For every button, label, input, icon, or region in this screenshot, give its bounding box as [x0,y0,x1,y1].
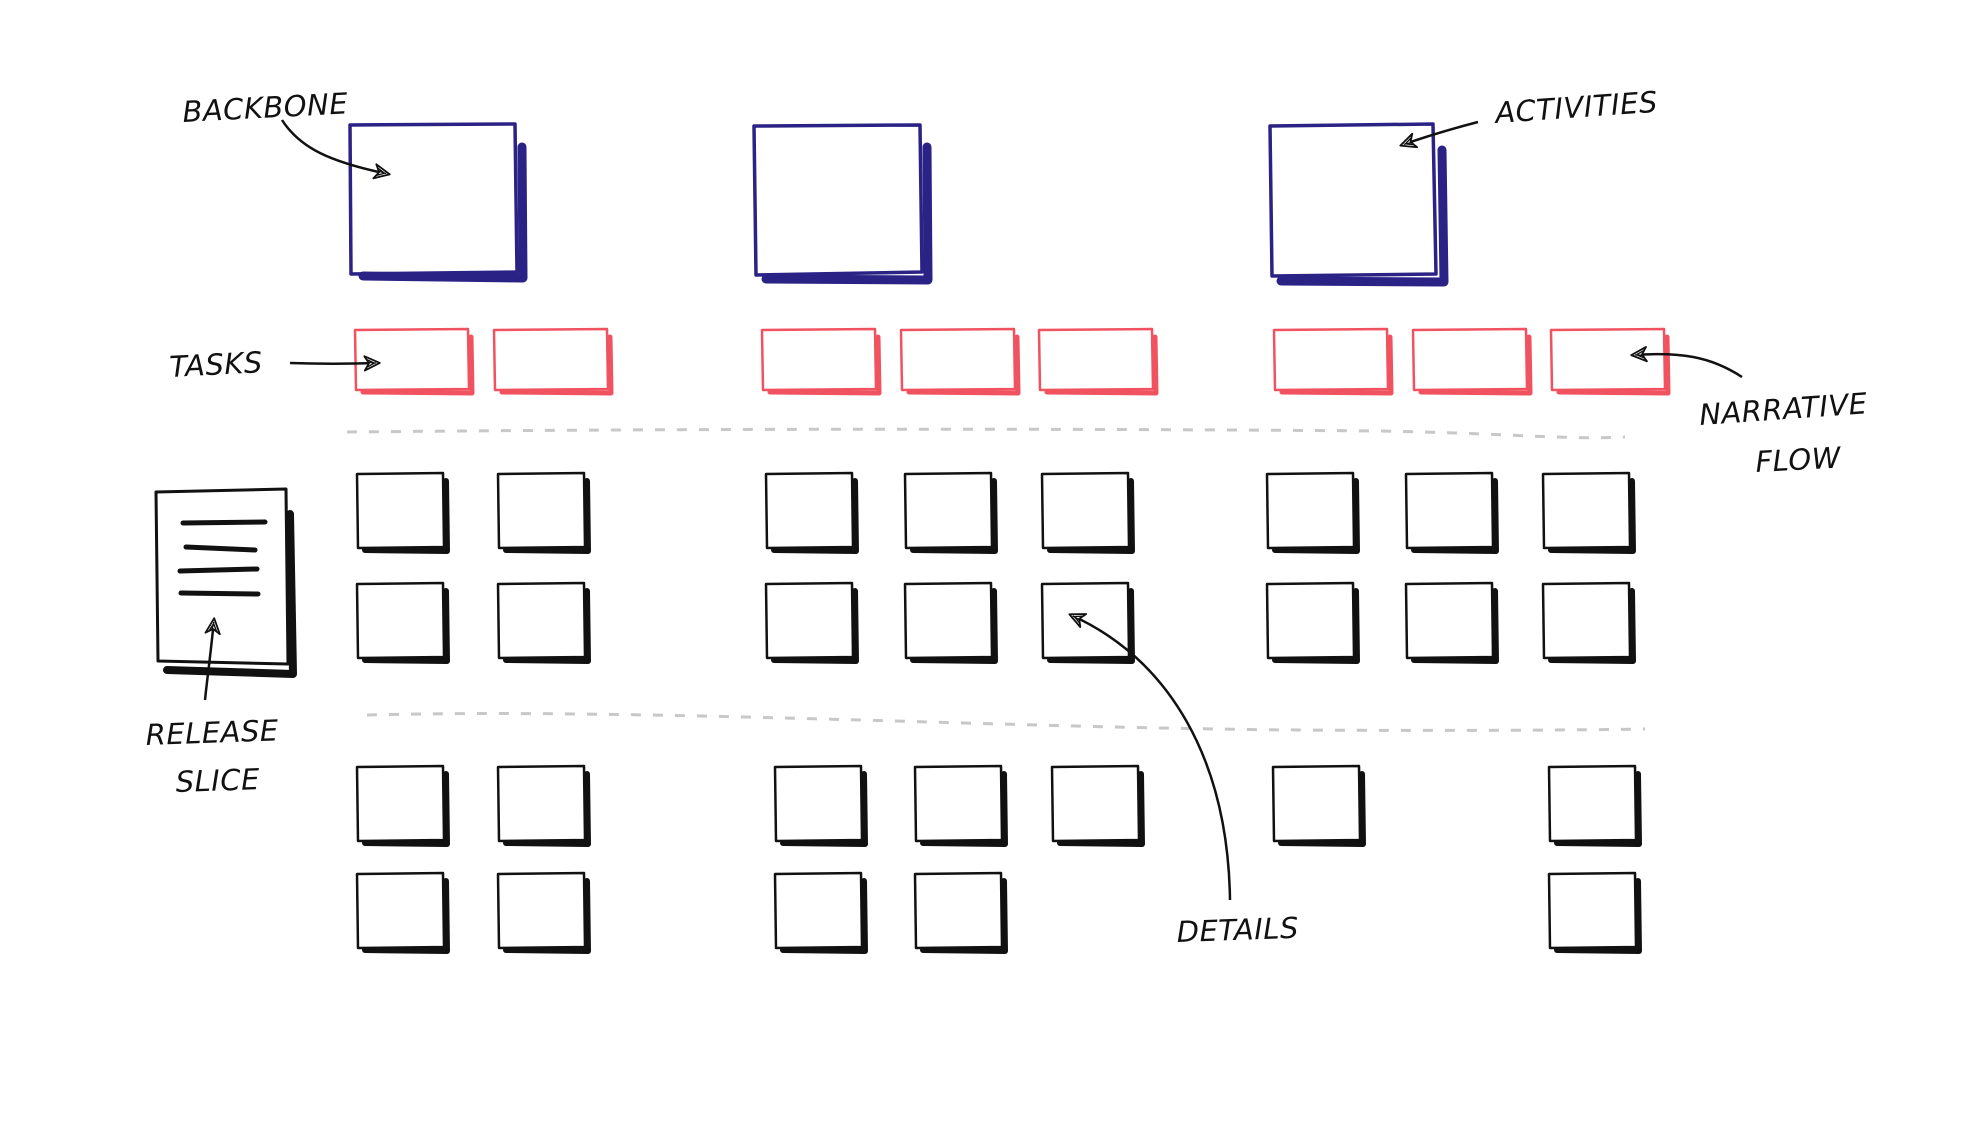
arrow-icon [1399,120,1479,149]
detail-card [496,471,591,554]
task-card [760,327,882,396]
detail-card [903,471,998,554]
detail-card [1547,764,1642,847]
activity-card [1268,122,1449,287]
detail-card [1404,581,1499,664]
task-card [1272,327,1394,396]
task-card [353,327,475,396]
detail-card [913,764,1008,847]
tasks-label: TASKS [169,345,264,384]
release-divider [346,427,1626,440]
activities-label: ACTIVITIES [1492,85,1659,130]
activity-card [348,122,528,283]
activity-card [752,123,933,285]
annotation-arrows [203,119,1743,901]
arrow-icon [203,617,221,701]
detail-card [1541,581,1636,664]
task-card [1037,327,1159,396]
detail-card [903,581,998,664]
detail-card [355,471,450,554]
backbone-label: BACKBONE [182,86,349,129]
document-icon [154,487,297,678]
detail-card [1050,764,1145,847]
tasks-row [353,327,1671,396]
detail-card [496,871,591,954]
detail-card [355,871,450,954]
arrow-icon [1630,346,1743,379]
arrow-icon [289,355,381,372]
release-slice-label-line2: SLICE [175,762,261,799]
arrow-icon [1068,613,1232,901]
task-card [899,327,1021,396]
details-grid [355,471,1642,954]
detail-card [1271,764,1366,847]
detail-card [496,764,591,847]
arrow-icon [280,119,391,180]
detail-card [355,581,450,664]
detail-card [773,764,868,847]
detail-card [764,471,859,554]
details-label: DETAILS [1176,911,1299,949]
detail-card [764,581,859,664]
release-divider [366,712,1646,732]
detail-card [1265,471,1360,554]
release-slice-label-line1: RELEASE [145,713,279,752]
task-card [492,327,614,396]
detail-card [355,764,450,847]
detail-card [496,581,591,664]
detail-card [1040,471,1135,554]
detail-card [773,871,868,954]
detail-card [1265,581,1360,664]
task-card [1411,327,1533,396]
detail-card [1040,581,1135,664]
detail-card [1404,471,1499,554]
narrative-flow-label-line1: NARRATIVE [1698,386,1869,432]
detail-card [913,871,1008,954]
task-card [1549,327,1671,396]
activities-row [348,122,1449,287]
detail-card [1547,871,1642,954]
detail-card [1541,471,1636,554]
narrative-flow-label-line2: FLOW [1755,441,1843,479]
